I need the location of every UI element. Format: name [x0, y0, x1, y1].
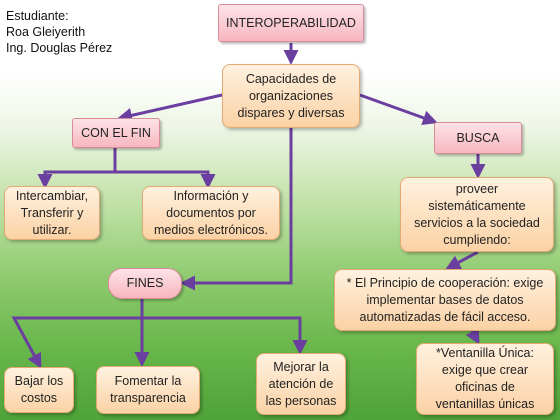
node-ventanilla-unica-label: *Ventanilla Única: exige que crear ofici…	[435, 346, 535, 411]
node-interoperabilidad-label: INTEROPERABILIDAD	[226, 15, 356, 30]
node-bajar-costos-label: Bajar los costos	[14, 374, 64, 405]
node-fines: FINES	[108, 268, 182, 299]
node-busca-label: BUSCA	[456, 130, 500, 145]
node-intercambiar: Intercambiar, Transferir y utilizar.	[4, 186, 100, 240]
node-bajar-costos: Bajar los costos	[4, 367, 74, 413]
arrow-con-el-fin-to-informacion	[115, 170, 216, 189]
arrow-principio-to-ventanilla	[465, 327, 480, 345]
teacher-name: Ing. Douglas Pérez	[6, 41, 113, 55]
node-mejorar-atencion: Mejorar la atención de las personas	[256, 353, 346, 415]
arrow-fines-to-mejorar	[142, 316, 308, 355]
node-fomentar-transparencia-label: Fomentar la transparencia	[110, 374, 186, 405]
node-informacion-label: Información y documentos por medios elec…	[154, 188, 268, 237]
node-principio-cooperacion-label: * El Principio de cooperación: exige imp…	[346, 275, 544, 324]
author-credits: Estudiante: Roa Gleiyerith Ing. Douglas …	[6, 8, 112, 56]
node-fomentar-transparencia: Fomentar la transparencia	[96, 366, 200, 414]
arrow-fines-to-bajar	[11, 299, 144, 369]
node-proveer-label: proveer sistemáticamente servicios a la …	[414, 181, 540, 247]
node-con-el-fin: CON EL FIN	[72, 118, 160, 148]
node-principio-cooperacion: * El Principio de cooperación: exige imp…	[334, 269, 556, 331]
node-fines-label: FINES	[126, 276, 164, 290]
node-informacion: Información y documentos por medios elec…	[142, 186, 280, 240]
node-intercambiar-label: Intercambiar, Transferir y utilizar.	[15, 188, 89, 237]
node-proveer: proveer sistemáticamente servicios a la …	[400, 177, 554, 252]
node-capacidades: Capacidades de organizaciones dispares y…	[222, 64, 360, 128]
arrow-proveer-to-principio	[445, 250, 479, 270]
arrow-con-el-fin-to-intercambiar	[37, 148, 117, 189]
node-interoperabilidad: INTEROPERABILIDAD	[218, 4, 364, 42]
node-busca: BUSCA	[434, 122, 522, 154]
student-name: Roa Gleiyerith	[6, 25, 86, 39]
node-con-el-fin-label: CON EL FIN	[81, 125, 151, 140]
node-capacidades-label: Capacidades de organizaciones dispares y…	[237, 71, 345, 120]
student-label: Estudiante:	[6, 9, 69, 23]
arrow-capacidades-to-fines	[180, 128, 293, 291]
arrow-capacidades-to-con-el-fin	[117, 93, 223, 123]
node-ventanilla-unica: *Ventanilla Única: exige que crear ofici…	[416, 343, 554, 415]
arrow-capacidades-to-busca	[359, 93, 438, 125]
node-mejorar-atencion-label: Mejorar la atención de las personas	[265, 359, 337, 408]
